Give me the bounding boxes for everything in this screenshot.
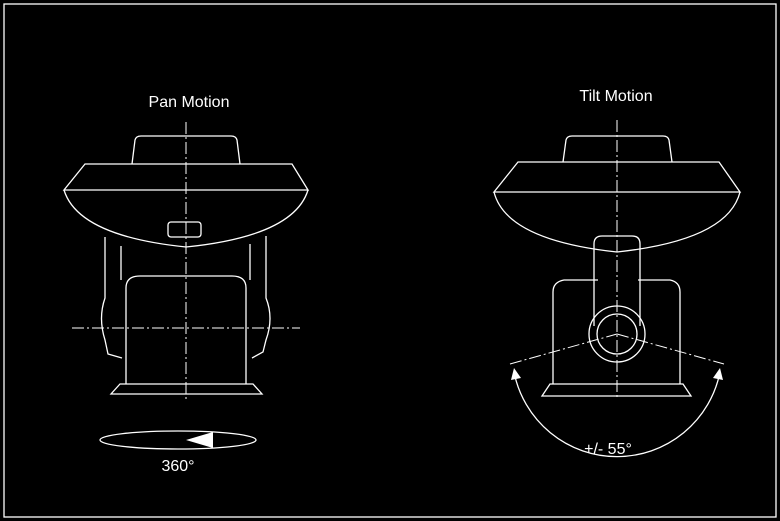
pan-base	[109, 383, 264, 395]
diagram-frame	[3, 3, 777, 518]
tilt-arrow-right-icon	[713, 368, 723, 380]
pan-lens-window	[167, 221, 202, 238]
pan-right-arm	[251, 236, 271, 359]
tilt-sweep-arc	[513, 371, 721, 458]
tilt-angle-line-right	[616, 333, 725, 365]
tilt-arrow-left-icon	[511, 368, 521, 380]
pan-left-arm	[100, 237, 123, 359]
pan-center-body	[125, 275, 247, 384]
tilt-pivot-inner	[596, 313, 638, 355]
tilt-body-right	[638, 279, 681, 384]
tilt-range-label: +/- 55°	[584, 441, 632, 458]
tilt-base	[540, 383, 693, 397]
tilt-motion-figure: Tilt Motion +/- 55°	[492, 88, 742, 458]
pan-range-label: 360°	[161, 458, 194, 475]
pan-motion-title: Pan Motion	[149, 94, 230, 111]
pan-rotation-ellipse	[99, 430, 257, 450]
pan-top-cap	[131, 135, 241, 165]
tilt-body-left	[552, 279, 598, 384]
pan-motion-figure: Pan Motion 360°	[62, 94, 310, 475]
pan-rotation-arrow-icon	[186, 432, 213, 448]
tilt-motion-title: Tilt Motion	[579, 88, 652, 105]
tilt-angle-line-left	[509, 333, 618, 365]
